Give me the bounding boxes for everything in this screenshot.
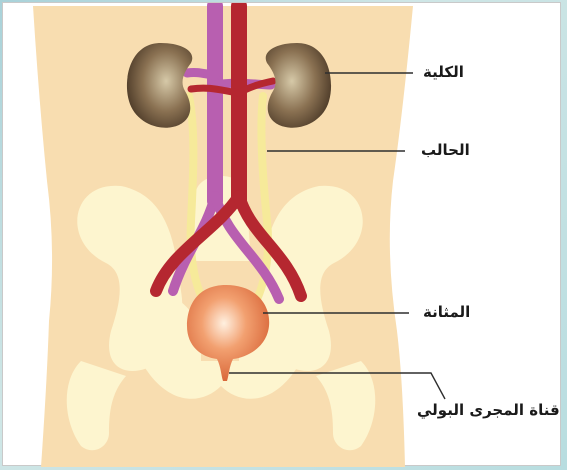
diagram-frame: الكلية الحالب المثانة قناة المجرى البولي [2,2,561,466]
left-kidney [127,43,192,128]
right-kidney [266,43,331,128]
urethra-label: قناة المجرى البولي [417,401,560,419]
urinary-system-diagram [3,3,562,467]
kidney-label: الكلية [423,63,464,81]
ureter-label: الحالب [421,141,470,159]
bladder-label: المثانة [423,303,470,321]
